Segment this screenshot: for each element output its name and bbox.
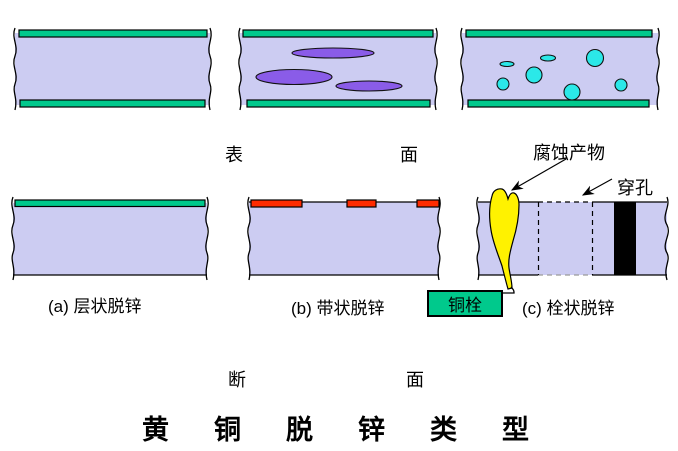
dezinc-band bbox=[255, 68, 333, 86]
caption-band-dezinc: (b) 带状脱锌 bbox=[291, 299, 385, 318]
dezinc-band-zone bbox=[416, 199, 440, 208]
brass-matrix bbox=[15, 33, 210, 105]
corrosion-product-blob bbox=[489, 188, 520, 290]
plug-pointer-line bbox=[503, 286, 515, 294]
perforation-hole bbox=[614, 202, 636, 275]
brass-matrix bbox=[249, 202, 439, 275]
brass-matrix bbox=[13, 203, 207, 275]
brass-matrix bbox=[462, 33, 658, 105]
section-row-label-right: 面 bbox=[406, 370, 424, 390]
caption-layer-dezinc: (a) 层状脱锌 bbox=[48, 297, 142, 316]
corrosion-arrow bbox=[510, 158, 567, 191]
torn-edge bbox=[13, 27, 17, 111]
dezinc-plug-spot bbox=[614, 78, 628, 92]
surface-row-label-left: 表 bbox=[225, 145, 243, 165]
torn-edge bbox=[208, 27, 212, 111]
dezinc-surface-layer bbox=[246, 99, 431, 108]
torn-edge bbox=[238, 27, 242, 111]
surface-row-label-right: 面 bbox=[400, 145, 418, 165]
diagram-title: 黄铜脱锌类型 bbox=[142, 415, 574, 445]
brass-matrix bbox=[240, 33, 436, 105]
torn-edge bbox=[476, 196, 480, 281]
torn-edge bbox=[205, 196, 209, 281]
dezinc-plug-spot bbox=[525, 66, 543, 84]
panel-surface-band bbox=[238, 27, 438, 111]
perforation-arrow bbox=[581, 178, 613, 196]
panel-section-band bbox=[247, 196, 441, 281]
dezinc-plug-spot bbox=[563, 83, 581, 101]
dezinc-surface-layer bbox=[242, 29, 434, 38]
dezinc-surface-layer bbox=[467, 99, 650, 108]
dezinc-plug-spot bbox=[496, 77, 510, 91]
section-row-label-left: 断 bbox=[228, 370, 246, 390]
torn-edge bbox=[247, 196, 251, 281]
copper-plug-box: 铜栓 bbox=[427, 290, 503, 317]
dezinc-plug-spot bbox=[585, 48, 605, 68]
panel-surface-plug bbox=[460, 27, 660, 111]
torn-edge bbox=[11, 196, 15, 281]
panel-section-plug bbox=[476, 158, 669, 294]
corrosion-product-label: 腐蚀产物 bbox=[533, 143, 605, 163]
torn-edge bbox=[437, 196, 441, 281]
caption-plug-dezinc: (c) 栓状脱锌 bbox=[522, 299, 615, 318]
dezinc-surface-layer bbox=[19, 99, 206, 108]
dezinc-band-zone bbox=[346, 199, 377, 208]
dezinc-band bbox=[291, 47, 375, 59]
dezinc-band-zone bbox=[250, 199, 303, 208]
dezinc-plug-spot bbox=[539, 54, 557, 62]
dezinc-band bbox=[335, 80, 403, 92]
dezinc-surface-layer bbox=[14, 199, 206, 208]
torn-edge bbox=[434, 27, 438, 111]
torn-edge bbox=[664, 196, 669, 281]
dezinc-surface-layer bbox=[18, 29, 208, 38]
dezinc-plug-spot bbox=[499, 60, 515, 68]
panel-section-layer bbox=[11, 196, 209, 281]
torn-edge bbox=[656, 27, 660, 111]
panel-surface-layer bbox=[13, 27, 212, 111]
perforation-label: 穿孔 bbox=[617, 178, 653, 198]
copper-plug-label: 铜栓 bbox=[448, 296, 482, 315]
dezinc-surface-layer bbox=[465, 29, 653, 38]
torn-edge bbox=[460, 27, 464, 111]
